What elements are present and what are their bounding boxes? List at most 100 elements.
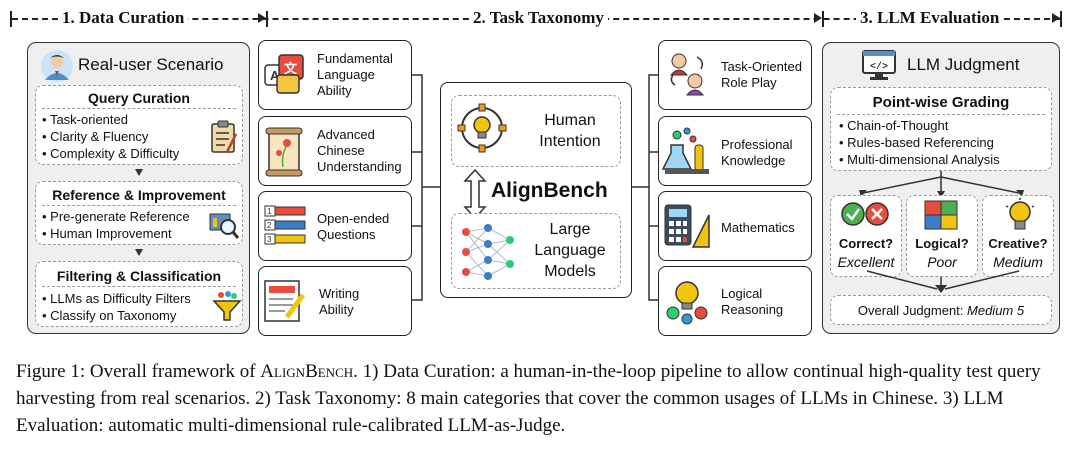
query-item-3: • Complexity & Difficulty [42, 146, 180, 161]
task-label-logical-reasoning: Logical Reasoning [721, 286, 784, 317]
svg-text:2: 2 [267, 221, 272, 230]
user-avatar-icon [41, 50, 73, 82]
pointwise-grading-card: Point-wise Grading • Chain-of-Thought • … [830, 87, 1052, 171]
scroll-icon [265, 127, 303, 177]
neural-network-icon [462, 224, 514, 280]
query-item-1: • Task-oriented [42, 112, 128, 127]
left-connector-bracket [412, 74, 440, 301]
list-icon: 1 2 3 [264, 205, 306, 245]
dimension-correct-question: Correct? [838, 236, 894, 251]
flask-icon [661, 127, 709, 174]
judgment-arrows [866, 270, 1020, 293]
monitor-code-icon: </> [862, 50, 896, 80]
overall-judgment-text: Overall Judgment: Medium 5 [831, 303, 1051, 318]
grading-item-3: • Multi-dimensional Analysis [839, 152, 1000, 167]
clipboard-icon [211, 120, 238, 153]
right-connector-bracket [631, 74, 659, 301]
magnifier-icon [209, 213, 240, 239]
writing-icon [264, 280, 306, 322]
llm-label: Large Language Models [534, 221, 606, 280]
header-task-taxonomy: 2. Task Taxonomy [469, 8, 608, 28]
grading-item-2: • Rules-based Referencing [839, 135, 994, 150]
task-label-fundamental-language: Fundamental Language Ability [317, 51, 393, 98]
task-card-writing: Writing Ability [258, 266, 412, 336]
query-divider [42, 108, 236, 109]
curation-title: Real-user Scenario [78, 55, 224, 74]
caption-name: AlignBench [260, 361, 354, 382]
alignbench-center-card: Human Intention AlignBench Large Languag… [440, 82, 632, 298]
svg-text:文: 文 [284, 61, 298, 76]
calculator-icon [664, 204, 710, 248]
task-label-writing: Writing Ability [319, 286, 360, 317]
svg-text:</>: </> [870, 61, 888, 73]
pointwise-grading-title: Point-wise Grading [872, 94, 1010, 111]
dimension-card-correct: Correct? Excellent [830, 195, 902, 277]
header-data-curation: 1. Data Curation [58, 8, 189, 28]
svg-text:A: A [270, 68, 280, 83]
task-card-logical-reasoning: Logical Reasoning [658, 266, 812, 336]
data-curation-panel: Real-user Scenario Query Curation • Task… [27, 42, 250, 334]
dimension-creative-answer: Medium [993, 254, 1043, 270]
reference-card: Reference & Improvement • Pre-generate R… [35, 181, 243, 245]
filtering-item-1: • LLMs as Difficulty Filters [42, 291, 191, 306]
reference-item-1: • Pre-generate Reference [42, 209, 190, 224]
task-card-fundamental-language: A 文 Fundamental Language Ability [258, 40, 412, 110]
query-item-2: • Clarity & Fluency [42, 129, 149, 144]
dimension-creative-question: Creative? [988, 236, 1048, 251]
alignbench-title: AlignBench [491, 179, 608, 202]
grading-item-1: • Chain-of-Thought [839, 118, 949, 133]
header-llm-evaluation: 3. LLM Evaluation [856, 8, 1004, 28]
header-start-tick [10, 11, 12, 27]
query-curation-card: Query Curation • Task-oriented • Clarity… [35, 85, 243, 165]
curation-arrow-2 [135, 249, 143, 256]
task-card-mathematics: Mathematics [658, 191, 812, 261]
language-icon: A 文 [264, 54, 304, 94]
header-tick-2 [822, 11, 824, 27]
dimension-correct-answer: Excellent [837, 254, 895, 270]
lightbulb-gear-icon [457, 103, 507, 153]
caption-rest: . 1) Data Curation: a human-in-the-loop … [16, 361, 1041, 436]
header-end-tick [1060, 11, 1062, 27]
human-intention-label: Human Intention [539, 112, 601, 150]
task-card-open-ended: 1 2 3 Open-ended Questions [258, 191, 412, 261]
filtering-title: Filtering & Classification [56, 268, 222, 284]
reference-item-2: • Human Improvement [42, 226, 172, 241]
overall-judgment-box: Overall Judgment: Medium 5 [830, 295, 1052, 325]
task-label-mathematics: Mathematics [721, 220, 795, 235]
llm-box: Large Language Models [451, 213, 621, 289]
curation-arrow-1 [135, 169, 143, 176]
task-card-advanced-chinese: Advanced Chinese Understanding [258, 116, 412, 186]
dimension-card-creative: Creative? Medium [982, 195, 1054, 277]
filtering-divider [42, 286, 236, 287]
query-curation-title: Query Curation [88, 90, 190, 106]
human-intention-box: Human Intention [451, 95, 621, 167]
llm-evaluation-panel: </> LLM Judgment Point-wise Grading • Ch… [822, 42, 1060, 334]
task-card-professional-knowledge: Professional Knowledge [658, 116, 812, 186]
funnel-icon [212, 291, 242, 321]
filtering-item-2: • Classify on Taxonomy [42, 308, 177, 323]
overall-judgment-prefix: Overall Judgment: [857, 303, 968, 318]
task-card-role-play: Task-Oriented Role Play [658, 40, 812, 110]
caption-lead: Figure 1: Overall framework of [16, 361, 261, 382]
figure-caption: Figure 1: Overall framework of AlignBenc… [16, 358, 1066, 439]
svg-text:1: 1 [267, 207, 272, 216]
task-label-advanced-chinese: Advanced Chinese Understanding [317, 127, 402, 174]
svg-text:3: 3 [267, 235, 272, 244]
bidirectional-arrow [463, 168, 487, 220]
header-tick-1 [266, 11, 268, 27]
puzzle-icon [924, 200, 958, 230]
header-arrows [258, 13, 1060, 23]
role-play-icon [669, 53, 705, 96]
task-label-professional-knowledge: Professional Knowledge [721, 137, 793, 168]
dimension-card-logical: Logical? Poor [906, 195, 978, 277]
reference-divider [42, 205, 236, 206]
llm-judgment-title: LLM Judgment [907, 55, 1020, 74]
brain-icon [666, 281, 708, 325]
dimension-logical-question: Logical? [915, 236, 969, 251]
idea-bulb-icon [1005, 198, 1035, 230]
dimension-logical-answer: Poor [927, 254, 957, 270]
filtering-card: Filtering & Classification • LLMs as Dif… [35, 261, 243, 327]
check-cross-icon [841, 202, 889, 226]
task-label-open-ended: Open-ended Questions [317, 211, 390, 242]
grading-divider [837, 114, 1045, 115]
